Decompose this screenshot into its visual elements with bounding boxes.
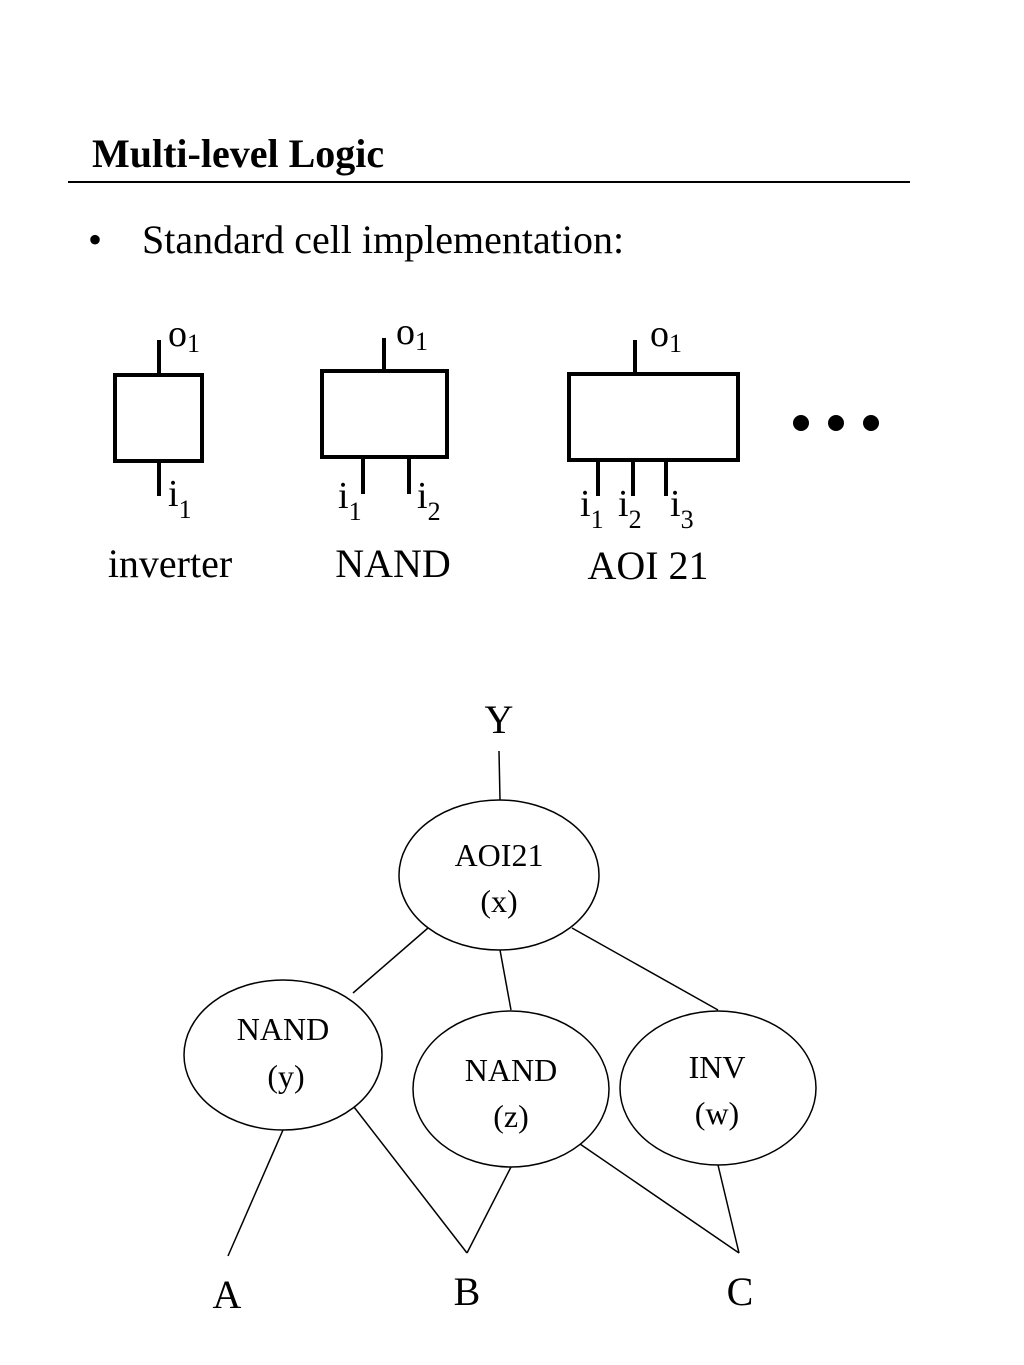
edge-w-c — [717, 1164, 740, 1254]
node-z-var: (z) — [493, 1098, 529, 1134]
aoi21-input-label-2: i2 — [618, 483, 642, 534]
edge-z-b — [466, 1166, 512, 1254]
nand-input-label-1: i1 — [338, 475, 362, 526]
node-y-var: (y) — [267, 1058, 304, 1094]
cell-nand — [320, 338, 449, 494]
nand-output-label: o1 — [396, 311, 428, 356]
inverter-output-label: o1 — [168, 313, 200, 358]
node-y-type: NAND — [237, 1011, 329, 1047]
title-divider — [68, 181, 910, 183]
bullet-text: Standard cell implementation: — [142, 217, 625, 262]
cell-aoi21 — [567, 340, 740, 496]
slide-title: Multi-level Logic — [92, 131, 385, 176]
cell-inverter — [113, 340, 204, 496]
aoi21-input-label-3: i3 — [670, 483, 694, 534]
node-w-type: INV — [689, 1049, 746, 1085]
input-c-label: C — [727, 1269, 754, 1314]
edge-x-z — [499, 949, 512, 1011]
edge-y-a — [227, 1129, 284, 1257]
node-z-ellipse — [412, 1010, 610, 1168]
edge-y-b — [353, 1106, 468, 1254]
more-cells-ellipsis — [793, 415, 879, 431]
tree-edges — [227, 750, 740, 1257]
bullet-item: • Standard cell implementation: — [88, 216, 624, 264]
aoi21-name: AOI 21 — [587, 543, 708, 588]
node-y-ellipse — [183, 979, 383, 1131]
inverter-name: inverter — [108, 541, 232, 586]
nand-box — [320, 369, 449, 459]
node-w-var: (w) — [695, 1095, 739, 1131]
edge-y-out — [498, 750, 501, 801]
input-b-label: B — [454, 1269, 481, 1314]
bullet-dot: • — [88, 217, 103, 262]
nand-name: NAND — [335, 541, 451, 586]
aoi21-box — [567, 372, 740, 462]
edge-x-w — [571, 927, 719, 1011]
nand-input-label-2: i2 — [417, 475, 441, 526]
aoi21-output-label: o1 — [650, 313, 682, 358]
tree-output-label: Y — [485, 697, 514, 742]
node-w-ellipse — [619, 1010, 817, 1166]
node-x-var: (x) — [480, 883, 517, 919]
node-x-ellipse — [398, 799, 600, 951]
aoi21-input-label-1: i1 — [580, 483, 604, 534]
edge-z-c — [579, 1143, 740, 1254]
node-z-type: NAND — [465, 1052, 557, 1088]
edge-x-y — [352, 927, 429, 994]
input-a-label: A — [213, 1272, 242, 1317]
inverter-input-label-1: i1 — [168, 473, 192, 524]
node-x-type: AOI21 — [455, 837, 544, 873]
inverter-box — [113, 373, 204, 463]
